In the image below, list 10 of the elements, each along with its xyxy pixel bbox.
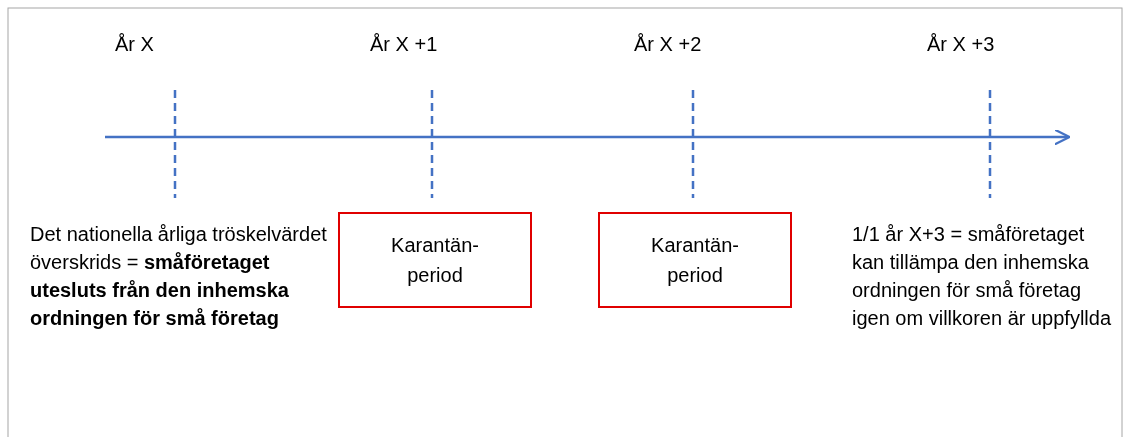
year-label: År X +2: [634, 32, 702, 57]
period-box: [338, 212, 532, 308]
year-label: År X: [115, 32, 154, 57]
year-label: År X +1: [370, 32, 438, 57]
period-text: Karantän- period: [650, 233, 740, 288]
period-text: Karantän- period: [390, 233, 480, 288]
note-text: Det nationella årliga tröskelvärdet överskrids = småföretaget utesluts från den inhemska ordningen för små företag: [30, 222, 328, 331]
period-box: [598, 212, 792, 308]
year-label: År X +3: [927, 32, 995, 57]
note-text: 1/1 år X+3 = småföretaget kan tillämpa den inhemska ordningen för små företag igen om villkoren är uppfyllda: [852, 222, 1113, 331]
